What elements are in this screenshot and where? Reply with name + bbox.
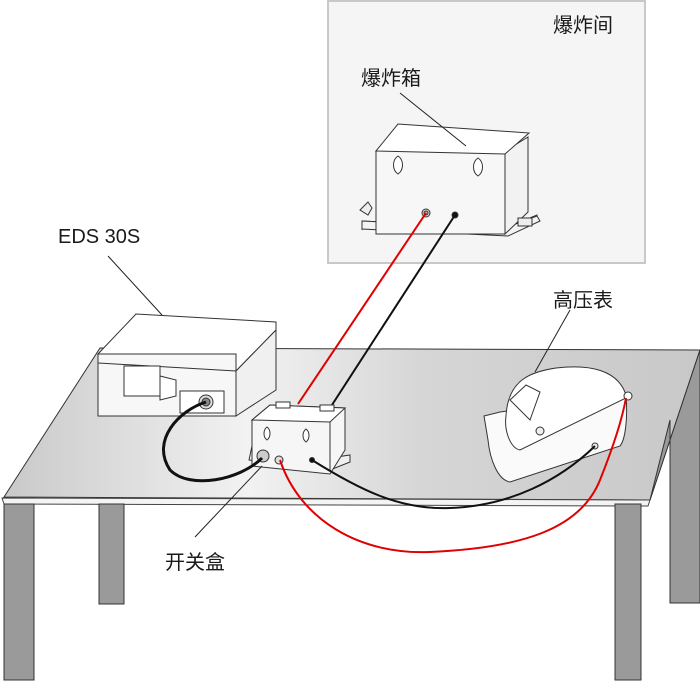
hv-meter-label: 高压表 — [553, 288, 613, 312]
wire-black-eds-to-switch — [162, 400, 264, 483]
eds-label: EDS 30S — [58, 226, 141, 248]
blast-box-leader — [399, 92, 467, 147]
blast-box — [359, 123, 541, 237]
wire-red-switch-to-meter — [279, 397, 627, 554]
wire-red-switch-to-box — [297, 212, 427, 405]
table-leg-front-left — [3, 503, 35, 681]
wire-black-switch-to-box — [329, 214, 456, 409]
eds-leader — [107, 255, 163, 316]
eds-device — [96, 313, 277, 417]
blast-room-label: 爆炸间 — [553, 13, 613, 37]
hv-meter — [483, 366, 633, 483]
wire-black-switch-to-meter — [311, 445, 596, 510]
table-leg-back-left — [98, 503, 125, 605]
table-side — [649, 349, 700, 604]
blast-box-label: 爆炸箱 — [361, 66, 421, 90]
hv-meter-leader — [534, 309, 571, 373]
switch-box — [248, 401, 351, 475]
switch-box-leader — [194, 465, 263, 538]
switch-box-label: 开关盒 — [165, 550, 225, 574]
table-leg-front-right — [614, 503, 642, 681]
